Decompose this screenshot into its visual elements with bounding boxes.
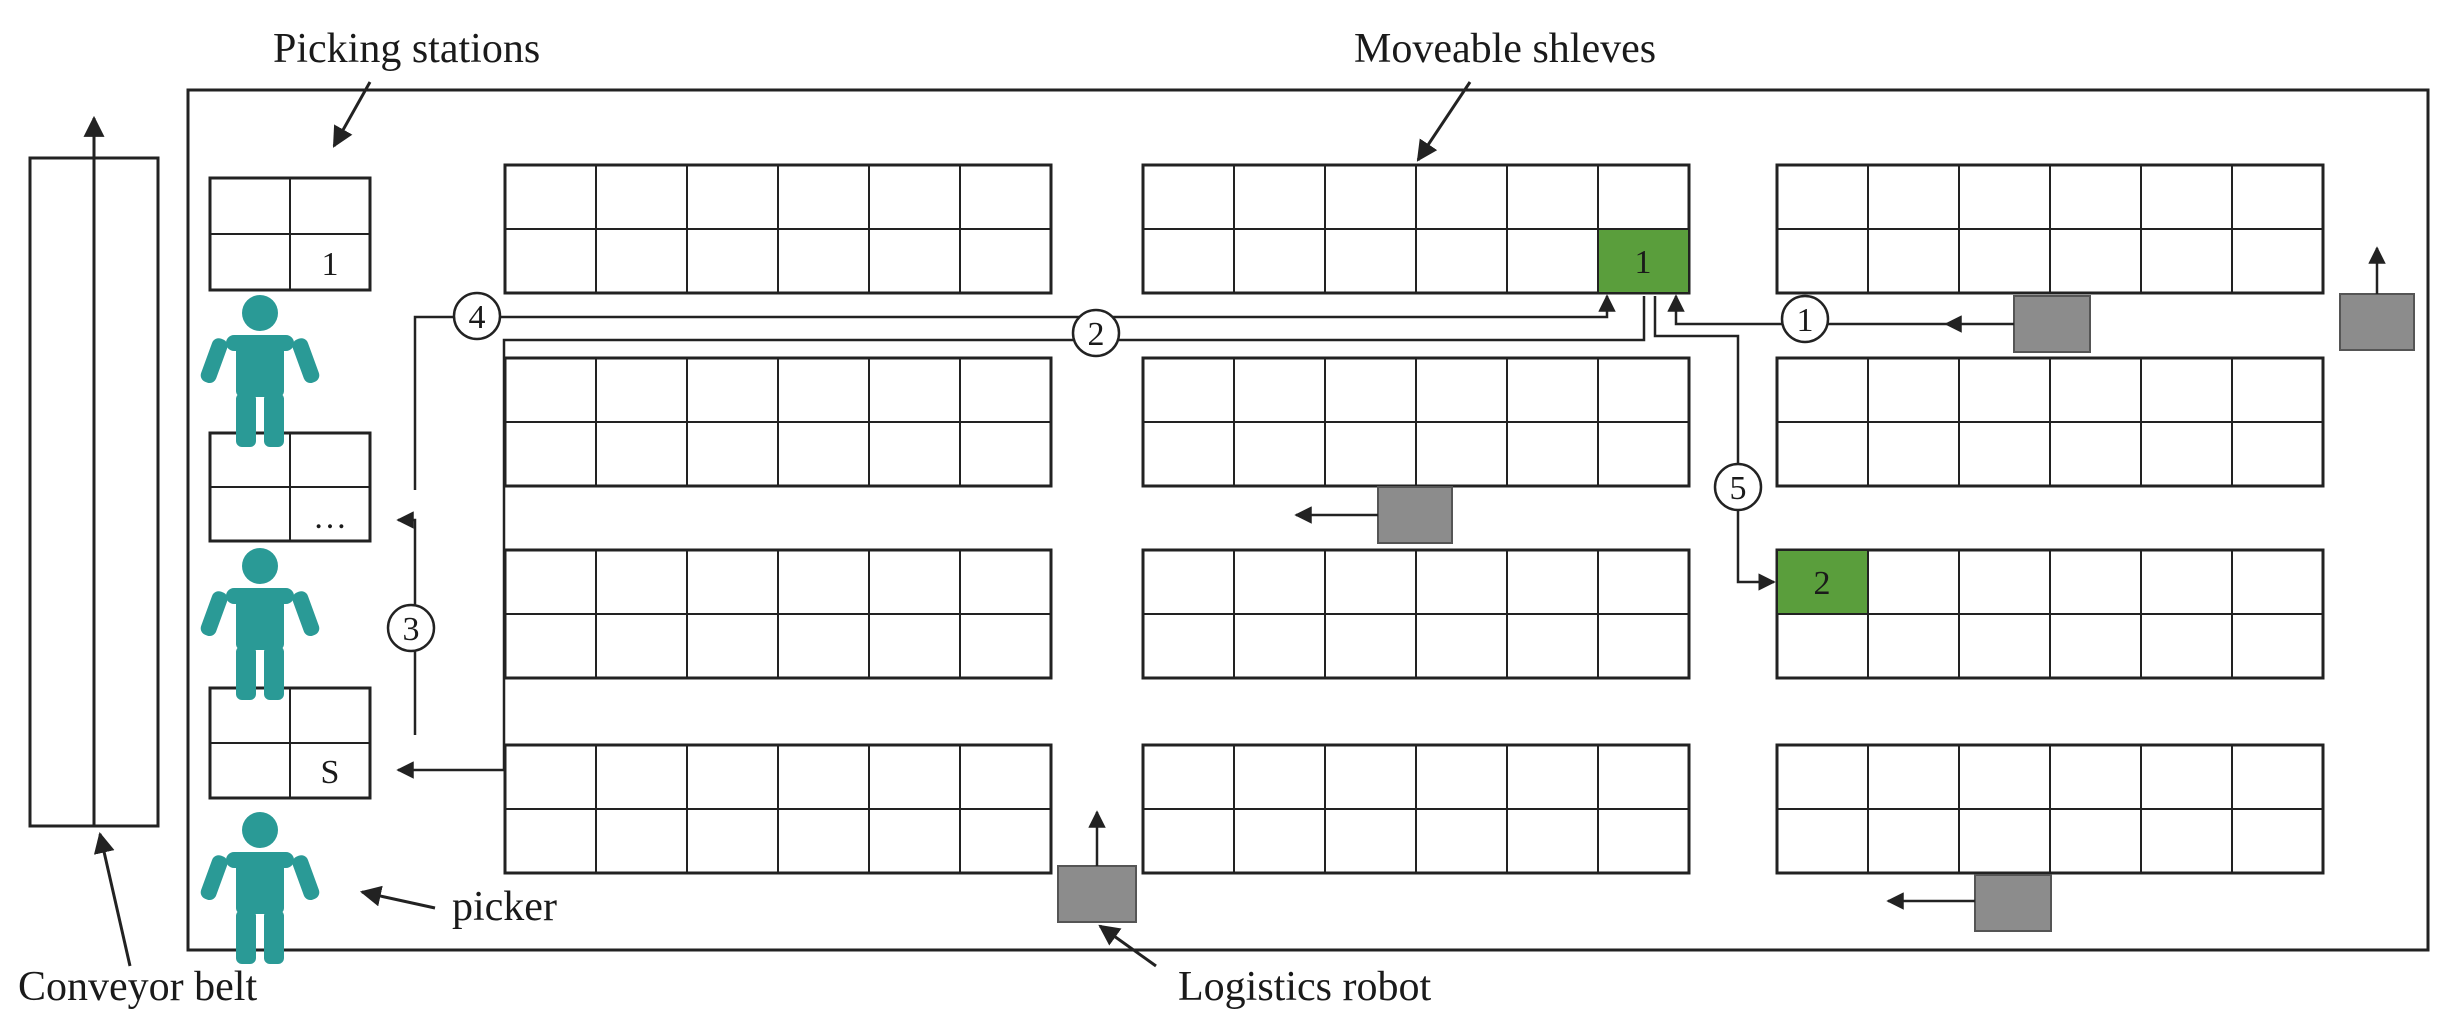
target-shelf: 1 bbox=[1597, 228, 1690, 294]
target-shelf: 2 bbox=[1776, 549, 1869, 615]
robot-icon bbox=[1886, 874, 2052, 932]
station-number: S bbox=[321, 754, 340, 791]
target-shelf-number: 1 bbox=[1635, 244, 1652, 281]
shelf-block bbox=[1141, 548, 1691, 680]
robot-icon bbox=[1944, 295, 2091, 353]
warehouse-boundary bbox=[186, 88, 2430, 952]
robot-icon bbox=[2339, 246, 2415, 351]
picker-label: picker bbox=[452, 884, 557, 930]
picking-stations-label: Picking stations bbox=[273, 26, 540, 72]
step-marker: 2 bbox=[1071, 308, 1121, 358]
person-icon bbox=[200, 812, 320, 964]
conveyor-belt-label: Conveyor belt bbox=[18, 964, 257, 1010]
logistics-robot-label: Logistics robot bbox=[1178, 964, 1431, 1010]
shelf-block bbox=[1141, 743, 1691, 875]
shelf-block bbox=[1141, 356, 1691, 488]
step-number: 3 bbox=[403, 611, 420, 648]
shelf-block bbox=[1775, 743, 2325, 875]
shelf-block bbox=[1775, 163, 2325, 295]
moveable-shelves-label: Moveable shleves bbox=[1354, 26, 1656, 72]
shelf-block bbox=[1775, 356, 2325, 488]
picking-station: S bbox=[208, 686, 372, 800]
step-number: 2 bbox=[1088, 316, 1105, 353]
step-marker: 1 bbox=[1780, 294, 1830, 344]
person-icon bbox=[200, 548, 320, 700]
person-icon bbox=[200, 295, 320, 447]
shelf-block bbox=[503, 743, 1053, 875]
robot-icon bbox=[1057, 810, 1137, 923]
step-marker: 5 bbox=[1713, 462, 1763, 512]
picker-pointer bbox=[359, 885, 436, 910]
moveable-shelves-pointer bbox=[1416, 81, 1472, 162]
station-number: … bbox=[313, 499, 347, 536]
step-marker: 3 bbox=[386, 603, 436, 653]
conveyor-belt-pointer bbox=[93, 831, 132, 967]
step-number: 4 bbox=[469, 299, 486, 336]
station-number: 1 bbox=[322, 246, 339, 283]
target-shelf-number: 2 bbox=[1814, 565, 1831, 602]
shelf-block bbox=[503, 356, 1053, 488]
step-number: 5 bbox=[1730, 470, 1747, 507]
shelf-block bbox=[503, 548, 1053, 680]
picking-station: 1 bbox=[208, 176, 372, 292]
picking-stations-pointer bbox=[332, 81, 372, 148]
logistics-robot-pointer bbox=[1098, 924, 1157, 968]
shelf-block bbox=[503, 163, 1053, 295]
conveyor-belt bbox=[28, 115, 160, 828]
robot-icon bbox=[1294, 486, 1453, 544]
step-marker: 4 bbox=[452, 291, 502, 341]
picking-station: … bbox=[208, 431, 372, 543]
step-number: 1 bbox=[1797, 302, 1814, 339]
path-arrows bbox=[396, 294, 1946, 779]
